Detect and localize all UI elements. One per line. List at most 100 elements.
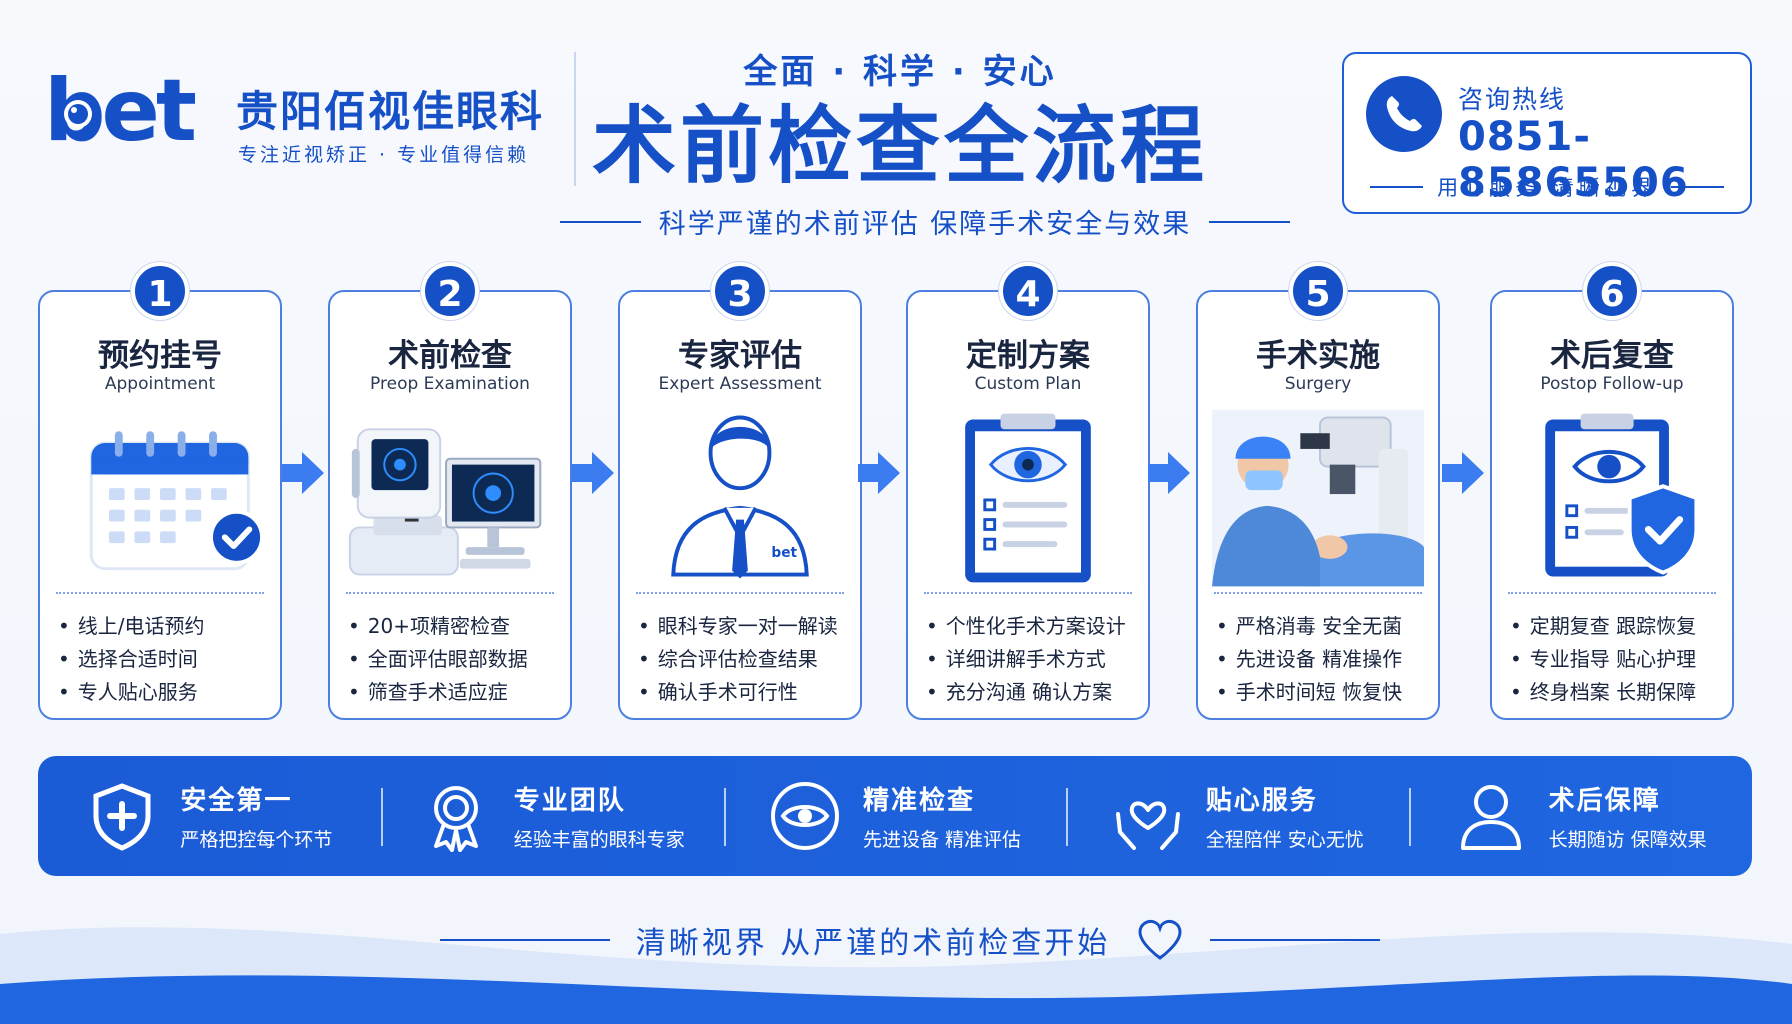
tagline: 科学严谨的术前评估 保障手术安全与效果 <box>560 202 1290 241</box>
user-icon <box>1460 785 1521 850</box>
step-number: 4 <box>999 262 1057 320</box>
feature-safety: 安全第一 严格把控每个环节 <box>38 756 381 876</box>
step-number: 3 <box>711 262 769 320</box>
step-subtitle: Expert Assessment <box>658 374 822 394</box>
step-divider <box>924 592 1132 594</box>
arrow-right-icon <box>1442 452 1484 494</box>
hands-heart-icon <box>1115 801 1180 850</box>
step-title: 预约挂号 <box>98 338 222 374</box>
phone-icon <box>1366 76 1442 152</box>
step-card-postop-followup: 6 术后复查 Postop Follow-up 定期复查 跟踪恢复 专业指导 贴… <box>1490 262 1734 720</box>
step-subtitle: Custom Plan <box>974 374 1082 394</box>
step-title: 定制方案 <box>966 338 1090 374</box>
step-number: 6 <box>1583 262 1641 320</box>
bottom-wave <box>0 927 1792 1024</box>
shield-plus-icon <box>93 783 151 851</box>
feature-title: 安全第一 <box>180 786 293 816</box>
list-item: 专人贴心服务 <box>58 676 270 709</box>
step-subtitle: Surgery <box>1284 374 1352 394</box>
hotline-number[interactable]: 0851-85865506 <box>1458 114 1689 206</box>
step-card-expert-assessment: 3 专家评估 Expert Assessment bet 眼科专家一对一解读 综… <box>618 262 862 720</box>
list-item: 综合评估检查结果 <box>638 643 850 676</box>
arrow-right-icon <box>282 452 324 494</box>
calendar-check-icon <box>54 408 266 588</box>
list-item: 定期复查 跟踪恢复 <box>1510 610 1722 643</box>
step-divider <box>636 592 844 594</box>
clipboard-eye-icon <box>922 408 1134 588</box>
step-items: 20+项精密检查 全面评估眼部数据 筛查手术适应症 <box>348 610 560 709</box>
step-number: 5 <box>1289 262 1347 320</box>
surgeon-microscope-icon <box>1212 408 1424 588</box>
feature-guarantee: 术后保障 长期随访 保障效果 <box>1409 756 1752 876</box>
doctor-icon: bet <box>634 408 846 588</box>
step-items: 线上/电话预约 选择合适时间 专人贴心服务 <box>58 610 270 709</box>
step-title: 术后复查 <box>1550 338 1674 374</box>
arrow-right-icon <box>858 452 900 494</box>
page-title: 术前检查全流程 <box>591 97 1208 195</box>
step-title: 术前检查 <box>388 338 512 374</box>
step-items: 眼科专家一对一解读 综合评估检查结果 确认手术可行性 <box>638 610 850 709</box>
step-items: 定期复查 跟踪恢复 专业指导 贴心护理 终身档案 长期保障 <box>1510 610 1722 709</box>
list-item: 详细讲解手术方式 <box>926 643 1138 676</box>
arrow-right-icon <box>572 452 614 494</box>
footer-slogan: 清晰视界 从严谨的术前检查开始 <box>440 918 1381 962</box>
feature-title: 术后保障 <box>1548 786 1661 816</box>
hotline-footer: 用心服务 清晰视界 <box>1370 172 1724 202</box>
step-title: 手术实施 <box>1256 338 1380 374</box>
list-item: 终身档案 长期保障 <box>1510 676 1722 709</box>
hotline-card[interactable]: 咨询热线 0851-85865506 用心服务 清晰视界 <box>1342 52 1752 214</box>
feature-desc: 长期随访 保障效果 <box>1548 829 1707 851</box>
footer-text: 清晰视界 从严谨的术前检查开始 <box>635 926 1111 961</box>
arrow-right-icon <box>1148 452 1190 494</box>
list-item: 确认手术可行性 <box>638 676 850 709</box>
step-number: 1 <box>131 262 189 320</box>
brand-logo: bet <box>44 62 200 161</box>
feature-title: 贴心服务 <box>1205 786 1318 816</box>
feature-desc: 先进设备 精准评估 <box>862 829 1022 851</box>
feature-service: 贴心服务 全程陪伴 安心无忧 <box>1066 756 1409 876</box>
brand-slogan: 专注近视矫正 · 专业值得信赖 <box>238 144 530 166</box>
feature-title: 精准检查 <box>862 786 975 816</box>
step-subtitle: Postop Follow-up <box>1540 374 1684 394</box>
feature-team: 专业团队 经验丰富的眼科专家 <box>380 756 724 876</box>
list-item: 个性化手术方案设计 <box>926 610 1138 643</box>
list-item: 眼科专家一对一解读 <box>638 610 850 643</box>
step-items: 严格消毒 安全无菌 先进设备 精准操作 手术时间短 恢复快 <box>1216 610 1428 709</box>
list-item: 选择合适时间 <box>58 643 270 676</box>
list-item: 充分沟通 确认方案 <box>926 676 1138 709</box>
list-item: 全面评估眼部数据 <box>348 643 560 676</box>
step-card-surgery: 5 手术实施 Surgery 严格消毒 安全无菌 先进设备 精准操作 手术时间短… <box>1196 262 1440 720</box>
list-item: 线上/电话预约 <box>58 610 270 643</box>
step-card-custom-plan: 4 定制方案 Custom Plan 个性化手术方案设计 详细讲解手术方式 充分… <box>906 262 1150 720</box>
step-card-preop-exam: 2 术前检查 Preop Examination 20+项精密检查 全面评估眼部… <box>328 262 572 720</box>
step-divider <box>1508 592 1716 594</box>
list-item: 20+项精密检查 <box>348 610 560 643</box>
feature-title: 专业团队 <box>513 786 626 816</box>
eye-icon <box>770 782 839 850</box>
header-divider <box>574 52 576 186</box>
feature-desc: 全程陪伴 安心无忧 <box>1205 829 1364 851</box>
step-items: 个性化手术方案设计 详细讲解手术方式 充分沟通 确认方案 <box>926 610 1138 709</box>
list-item: 专业指导 贴心护理 <box>1510 643 1722 676</box>
page-subtitle: 全面 · 科学 · 安心 <box>743 52 1057 92</box>
feature-desc: 经验丰富的眼科专家 <box>513 829 685 851</box>
step-card-appointment: 1 预约挂号 Appointment 线上/电话预约 选择合适时间 专人贴心服务 <box>38 262 282 720</box>
step-divider <box>346 592 554 594</box>
eye-exam-device-icon <box>344 408 556 588</box>
features-bar: 安全第一 严格把控每个环节 专业团队 经验丰富的眼科专家 精准检查 先进设备 精… <box>38 756 1752 876</box>
clipboard-shield-icon <box>1506 408 1718 588</box>
award-ribbon-icon <box>433 786 478 852</box>
step-number: 2 <box>421 262 479 320</box>
step-title: 专家评估 <box>678 338 802 374</box>
feature-desc: 严格把控每个环节 <box>180 829 333 851</box>
feature-precise: 精准检查 先进设备 精准评估 <box>723 756 1067 876</box>
hotline-label: 咨询热线 <box>1458 85 1567 114</box>
hotline-footer-text: 用心服务 清晰视界 <box>1437 176 1657 200</box>
list-item: 手术时间短 恢复快 <box>1216 676 1428 709</box>
svg-text:bet: bet <box>771 545 797 561</box>
step-subtitle: Appointment <box>104 374 216 394</box>
step-divider <box>1214 592 1422 594</box>
brand-name: 贵阳佰视佳眼科 <box>236 87 545 136</box>
list-item: 严格消毒 安全无菌 <box>1216 610 1428 643</box>
list-item: 先进设备 精准操作 <box>1216 643 1428 676</box>
